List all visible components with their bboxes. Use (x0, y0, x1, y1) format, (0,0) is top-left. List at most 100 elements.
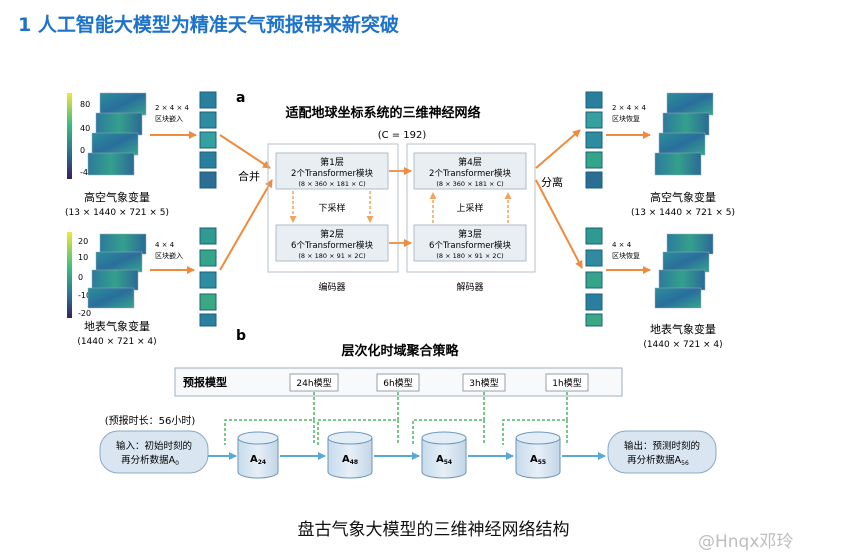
watermark: @Hnqx邓玲 (698, 532, 794, 552)
layer-3-box: 第3层 6个Transformer模块 (8 × 180 × 91 × 2C) (413, 224, 527, 262)
model-1h-link (502, 392, 568, 445)
field-map-layer (87, 287, 135, 309)
field-map-layer (95, 251, 143, 273)
field-map-layer (654, 152, 702, 176)
upper-output-dims: (13 × 1440 × 721 × 5) (631, 208, 735, 218)
merge-label: 合并 (238, 169, 260, 183)
upper-cbar-tick: 80 (80, 100, 90, 109)
step-label: A55 (530, 454, 546, 466)
upper-cbar-tick: 40 (80, 124, 90, 133)
step-cylinder-2: A48 (327, 431, 373, 479)
surface-embed-line2: 区块嵌入 (155, 251, 183, 260)
layer-4-shape: (8 × 360 × 181 × C) (436, 180, 503, 188)
model-6h-box (376, 373, 420, 392)
surface-output-name: 地表气象变量 (650, 322, 716, 336)
layer-1-desc: 2个Transformer模块 (291, 168, 373, 179)
surface-colorbar (67, 232, 72, 318)
surface-output-stack: 地表气象变量 (1440 × 721 × 4) (643, 233, 723, 350)
model-24h-link (224, 392, 315, 445)
field-map-layer (654, 287, 702, 309)
patch-cube (199, 227, 217, 245)
layer-1-shape: (8 × 360 × 181 × C) (298, 180, 365, 188)
upper-patch-cubes (199, 91, 217, 189)
field-map-layer (99, 92, 147, 116)
patch-cube (199, 131, 217, 149)
encoder-frame (267, 143, 399, 273)
surface-recover-line2: 区块恢复 (612, 251, 640, 260)
patch-cube (199, 91, 217, 109)
panel-b-label: b (236, 328, 246, 344)
layer-1-title: 第1层 (320, 156, 344, 168)
field-map-layer (666, 233, 714, 255)
layer-3-shape: (8 × 180 × 91 × 2C) (436, 252, 503, 260)
field-map-layer (662, 251, 710, 273)
surface-recover-line1: 4 × 4 (612, 241, 632, 249)
field-map-layer (666, 92, 714, 116)
patch-cube (199, 313, 217, 327)
model-3h-link (412, 392, 485, 445)
channel-count: (C = 192) (378, 130, 427, 141)
patch-cube (199, 293, 217, 311)
figure-caption: 盘古气象大模型的三维神经网络结构 (297, 520, 570, 540)
layer-2-box: 第2层 6个Transformer模块 (8 × 180 × 91 × 2C) (275, 224, 389, 262)
upper-input-dims: (13 × 1440 × 721 × 5) (65, 208, 169, 218)
input-line2: 再分析数据A0 (121, 454, 179, 467)
layer-3-desc: 6个Transformer模块 (429, 240, 511, 251)
upper-colorbar (67, 93, 72, 179)
model-6h-link (317, 392, 399, 445)
step-label: A48 (342, 454, 358, 466)
patch-cube (199, 151, 217, 169)
upper-output-stack: 高空气象变量 (13 × 1440 × 721 × 5) (631, 92, 735, 218)
patch-cube (199, 271, 217, 289)
step-cylinder-3: A54 (421, 431, 467, 479)
upper-recover-line1: 2 × 4 × 4 (612, 104, 647, 112)
model-1h-box (545, 373, 589, 392)
downsample-label: 下采样 (318, 202, 345, 214)
page-heading: 1 人工智能大模型为精准天气预报带来新突破 (18, 14, 399, 36)
upsample-label: 上采样 (456, 202, 483, 214)
upper-recover-line2: 区块恢复 (612, 114, 640, 123)
surface-output-cubes (585, 227, 603, 327)
surface-cbar-tick: 0 (78, 273, 83, 282)
patch-cube (585, 227, 603, 245)
input-data-box: 输入：初始时刻的 再分析数据A0 (99, 430, 209, 474)
surface-input-name: 地表气象变量 (84, 319, 150, 333)
model-24h-box (289, 373, 339, 392)
surface-input-stack: 20 10 0 -10 -20 地表气象变量 (1440 × 721 × 4) (67, 232, 157, 347)
merge-arrow (219, 134, 271, 169)
layer-4-desc: 2个Transformer模块 (429, 168, 511, 179)
layer-2-shape: (8 × 180 × 91 × 2C) (298, 252, 365, 260)
upper-output-name: 高空气象变量 (650, 190, 716, 204)
layer-1-box: 第1层 2个Transformer模块 (8 × 360 × 181 × C) (275, 152, 389, 190)
upper-embed-line1: 2 × 4 × 4 (155, 104, 190, 112)
surface-cbar-tick: -10 (78, 291, 91, 300)
layer-4-box: 第4层 2个Transformer模块 (8 × 360 × 181 × C) (413, 152, 527, 190)
layer-4-title: 第4层 (458, 156, 482, 168)
patch-cube (199, 249, 217, 267)
patch-cube (585, 111, 603, 129)
upper-cbar-tick: 0 (80, 146, 85, 155)
patch-cube (585, 249, 603, 267)
patch-cube (199, 111, 217, 129)
upper-input-name: 高空气象变量 (84, 190, 150, 204)
output-line2: 再分析数据A56 (627, 454, 689, 467)
output-line1: 输出：预测时刻的 (624, 440, 700, 452)
step-cylinder-1: A24 (237, 431, 279, 479)
field-map-layer (91, 132, 139, 156)
panel-a-title: 适配地球坐标系统的三维神经网络 (285, 105, 480, 121)
patch-cube (585, 293, 603, 311)
panel-a-label: a (236, 90, 245, 106)
model-1h-label: 1h模型 (552, 378, 581, 389)
patch-cube (585, 271, 603, 289)
patch-cube (585, 91, 603, 109)
field-map-layer (99, 233, 147, 255)
field-map-layer (658, 132, 706, 156)
patch-cube (585, 171, 603, 189)
upper-output-cubes (585, 91, 603, 189)
surface-embed-line1: 4 × 4 (155, 241, 175, 249)
forecast-model-label: 预报模型 (183, 375, 227, 389)
surface-patch-cubes (199, 227, 217, 327)
upper-input-stack: 80 40 0 -40 高空气象变量 (13 × 1440 × 721 × 5) (65, 92, 169, 218)
field-map-layer (662, 112, 710, 136)
